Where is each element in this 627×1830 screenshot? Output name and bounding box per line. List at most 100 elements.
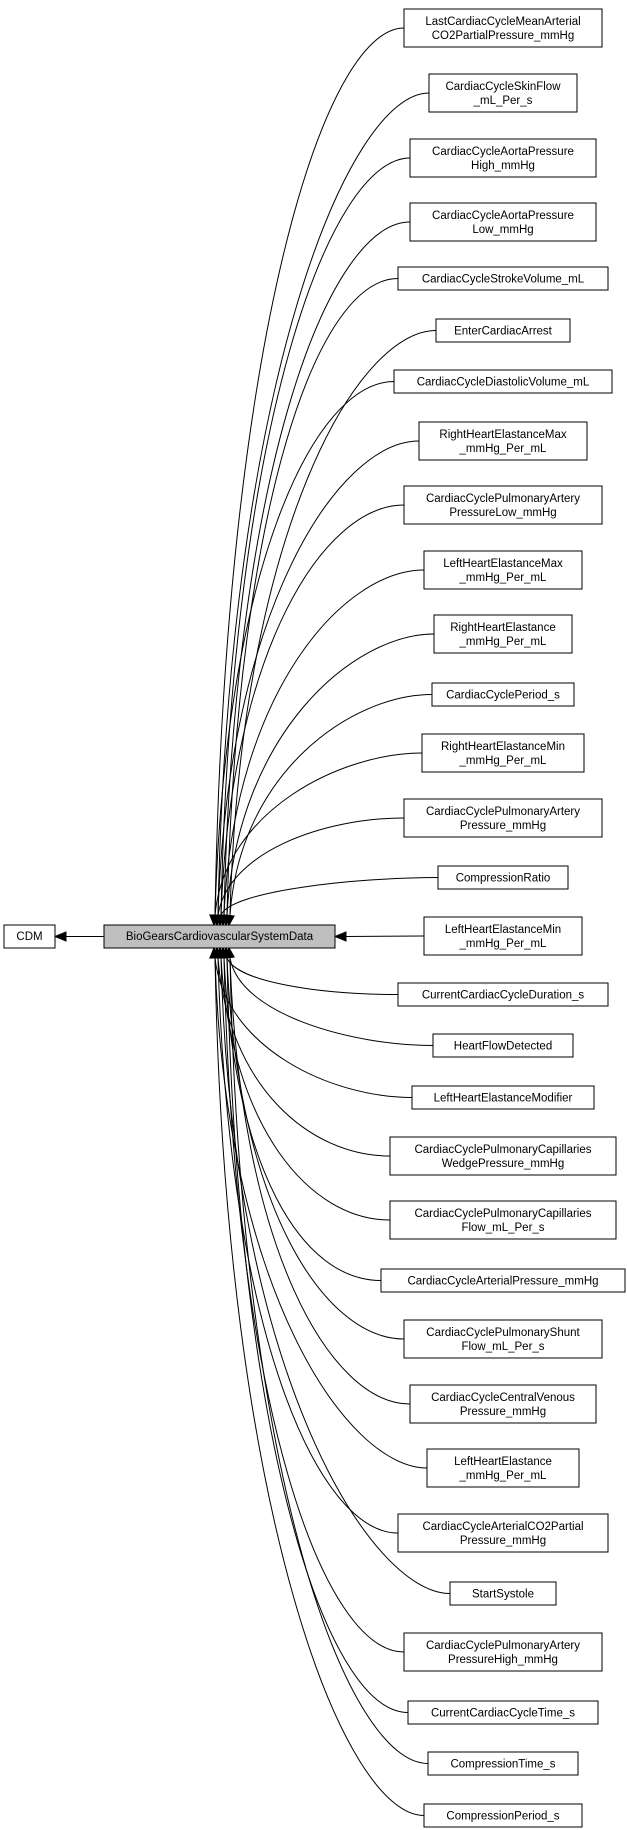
node-m4-label-line-0: CardiacCycleStrokeVolume_mL (422, 274, 585, 286)
node-m18[interactable]: LeftHeartElastanceModifier (411, 1085, 595, 1110)
node-m0-label-line-1: CO2PartialPressure_mmHg (432, 30, 575, 42)
node-center-label: BioGearsCardiovascularSystemData (126, 931, 314, 943)
node-m20-label-line-1: Flow_mL_Per_s (461, 1222, 544, 1234)
node-m20[interactable]: CardiacCyclePulmonaryCapillariesFlow_mL_… (389, 1200, 617, 1240)
edge-m2 (220, 157, 411, 916)
node-m16[interactable]: CurrentCardiacCycleDuration_s (397, 982, 609, 1007)
node-m1[interactable]: CardiacCycleSkinFlow_mL_Per_s (428, 73, 578, 113)
node-m19-label-line-0: CardiacCyclePulmonaryCapillaries (414, 1144, 591, 1156)
edge-m29 (229, 957, 429, 1764)
node-m5-label-line-0: EnterCardiacArrest (454, 326, 553, 338)
edge-m27 (223, 957, 405, 1653)
node-m7-label-line-0: RightHeartElastanceMax (439, 429, 566, 441)
edge-m16 (226, 957, 399, 995)
node-m24[interactable]: LeftHeartElastance _mmHg_Per_mL (426, 1448, 580, 1488)
edge-m0 (214, 27, 405, 916)
edges-layer (53, 27, 451, 1816)
node-m2-label-line-1: High_mmHg (471, 160, 535, 172)
node-biogears-cardiovascular-system-data[interactable]: BioGearsCardiovascularSystemData (103, 924, 336, 949)
node-m27[interactable]: CardiacCyclePulmonaryArteryPressureHigh_… (403, 1632, 603, 1672)
node-m14[interactable]: CompressionRatio (437, 865, 569, 890)
edge-m12 (214, 752, 423, 916)
edge-m30 (214, 957, 425, 1816)
edge-m11-arrowhead (224, 914, 235, 927)
node-m9-label-line-0: LeftHeartElastanceMax (443, 558, 563, 570)
node-m9-label-line-1: _mmHg_Per_mL (459, 572, 548, 584)
node-m6-label-line-0: CardiacCycleDiastolicVolume_mL (417, 377, 590, 389)
node-m18-label-line-0: LeftHeartElastanceModifier (434, 1093, 573, 1105)
node-m15-label-line-1: _mmHg_Per_mL (459, 938, 548, 950)
edge-m3 (223, 221, 411, 916)
node-m1-label-line-0: CardiacCycleSkinFlow (445, 81, 561, 93)
node-m19[interactable]: CardiacCyclePulmonaryCapillariesWedgePre… (389, 1136, 617, 1176)
node-m24-label-line-0: LeftHeartElastance (454, 1456, 552, 1468)
node-m9[interactable]: LeftHeartElastanceMax _mmHg_Per_mL (423, 550, 583, 590)
nodes-layer: CDM BioGearsCardiovascularSystemData Las… (3, 8, 626, 1828)
edge-m17 (229, 957, 434, 1046)
edge-m6 (214, 381, 395, 916)
node-m7[interactable]: RightHeartElastanceMax_mmHg_Per_mL (418, 421, 588, 461)
node-m28[interactable]: CurrentCardiacCycleTime_s (407, 1700, 599, 1725)
edge-m13 (217, 817, 405, 916)
node-m27-label-line-1: PressureHigh_mmHg (448, 1654, 558, 1666)
node-m26-label-line-0: StartSystole (472, 1589, 534, 1601)
edge-m26 (220, 957, 451, 1594)
node-cdm[interactable]: CDM (3, 924, 56, 949)
edge-m11 (229, 694, 433, 916)
edge-m8 (220, 504, 405, 916)
node-m10-label-line-0: RightHeartElastance (450, 622, 555, 634)
edge-m20 (220, 957, 391, 1221)
node-m11-label-line-0: CardiacCyclePeriod_s (446, 690, 560, 702)
node-m30-label-line-0: CompressionPeriod_s (446, 1811, 559, 1823)
node-m21-label-line-0: CardiacCycleArterialPressure_mmHg (407, 1276, 598, 1288)
node-m15[interactable]: LeftHeartElastanceMin _mmHg_Per_mL (423, 916, 583, 956)
edge-m4 (226, 278, 399, 916)
edge-m29-arrowhead (224, 946, 235, 959)
node-m8-label-line-0: CardiacCyclePulmonaryArtery (426, 493, 580, 505)
node-m22-label-line-1: Flow_mL_Per_s (461, 1341, 544, 1353)
edge-m21 (223, 957, 382, 1281)
node-m17-label-line-0: HeartFlowDetected (454, 1041, 552, 1053)
node-m22-label-line-0: CardiacCyclePulmonaryShunt (426, 1327, 580, 1339)
edge-m14 (220, 877, 439, 916)
edge-m15-arrowhead (333, 931, 347, 942)
node-m0[interactable]: LastCardiacCycleMeanArterialCO2PartialPr… (403, 8, 603, 48)
node-m27-label-line-0: CardiacCyclePulmonaryArtery (426, 1640, 580, 1652)
node-m12-label-line-0: RightHeartElastanceMin (441, 741, 565, 753)
node-m25[interactable]: CardiacCycleArterialCO2PartialPressure_m… (397, 1513, 609, 1553)
node-m16-label-line-0: CurrentCardiacCycleDuration_s (422, 990, 585, 1002)
node-m10[interactable]: RightHeartElastance _mmHg_Per_mL (433, 614, 573, 654)
node-m24-label-line-1: _mmHg_Per_mL (459, 1470, 548, 1482)
node-m13-label-line-1: Pressure_mmHg (460, 820, 546, 832)
node-m21[interactable]: CardiacCycleArterialPressure_mmHg (380, 1268, 626, 1293)
node-m23-label-line-1: Pressure_mmHg (460, 1406, 546, 1418)
edge-m15 (345, 935, 425, 937)
node-m13-label-line-0: CardiacCyclePulmonaryArtery (426, 806, 580, 818)
node-m15-label-line-0: LeftHeartElastanceMin (445, 924, 561, 936)
node-m12[interactable]: RightHeartElastanceMin _mmHg_Per_mL (421, 733, 585, 773)
node-m5[interactable]: EnterCardiacArrest (435, 318, 571, 343)
node-m4[interactable]: CardiacCycleStrokeVolume_mL (397, 266, 609, 291)
node-m11[interactable]: CardiacCyclePeriod_s (431, 682, 575, 707)
edge-m22 (226, 957, 405, 1340)
node-m29[interactable]: CompressionTime_s (427, 1751, 579, 1776)
edge-m18 (214, 957, 413, 1098)
node-m6[interactable]: CardiacCycleDiastolicVolume_mL (393, 369, 613, 394)
node-m30[interactable]: CompressionPeriod_s (423, 1803, 583, 1828)
edge-cdm-arrowhead (53, 931, 67, 942)
edge-m10 (226, 633, 435, 916)
node-m10-label-line-1: _mmHg_Per_mL (459, 636, 548, 648)
node-m0-label-line-0: LastCardiacCycleMeanArterial (425, 16, 580, 28)
node-m8[interactable]: CardiacCyclePulmonaryArteryPressureLow_m… (403, 485, 603, 525)
node-m8-label-line-1: PressureLow_mmHg (449, 507, 556, 519)
node-m17[interactable]: HeartFlowDetected (432, 1033, 574, 1058)
edge-m25 (217, 957, 399, 1534)
node-m12-label-line-1: _mmHg_Per_mL (459, 755, 548, 767)
node-m26[interactable]: StartSystole (449, 1581, 557, 1606)
